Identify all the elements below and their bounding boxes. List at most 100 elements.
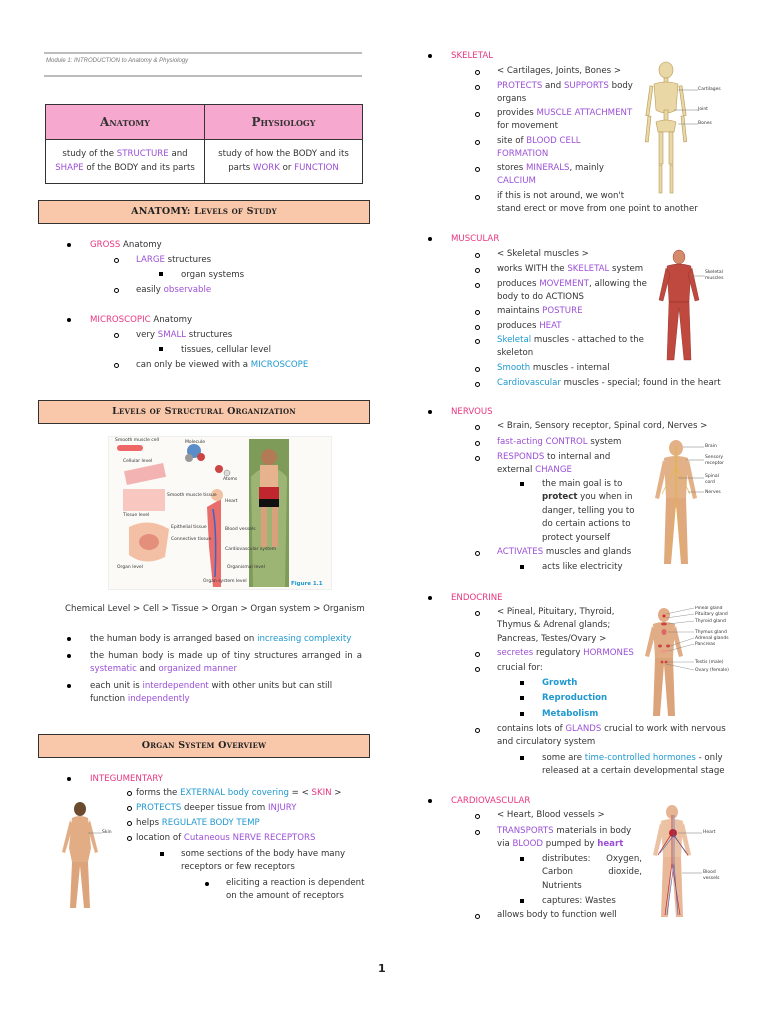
cardiovascular-figure: Heart Blood vessels	[650, 803, 734, 921]
cord-label: cord	[705, 480, 715, 485]
pineal-label: Pineal gland	[695, 606, 723, 611]
anatomy-physiology-table: Anatomy Physiology study of the STRUCTUR…	[45, 104, 363, 184]
endocrine-crucial: crucial for:	[497, 663, 543, 673]
nervous-control: fast-acting CONTROL system	[497, 437, 622, 447]
metabolism: Metabolism	[542, 709, 599, 719]
muscles-illustration	[658, 249, 705, 361]
circle-bullet	[475, 611, 480, 616]
circle-bullet	[475, 283, 480, 288]
skeletal-title: SKELETAL	[451, 51, 493, 61]
microscopic-anatomy: MICROSCOPIC Anatomy	[90, 315, 193, 325]
circle-bullet	[475, 382, 480, 387]
circle-bullet	[475, 112, 480, 117]
pancreas-label: Pancreas	[695, 642, 716, 647]
figure-label: Atoms	[223, 477, 238, 482]
systematic-line: the human body is made up of tiny struct…	[90, 651, 362, 675]
cardio-function: allows body to function well	[497, 910, 617, 920]
square-bullet	[520, 681, 524, 685]
tissues-cellular: tissues, cellular level	[181, 345, 271, 355]
circle-bullet	[114, 363, 119, 368]
levels-chain: Chemical Level > Cell > Tissue > Organ >…	[65, 604, 365, 614]
joint-label: Joint	[698, 107, 708, 112]
blood-label: Blood	[703, 870, 716, 875]
muscular-heat: produces HEAT	[497, 321, 562, 331]
circle-bullet	[475, 195, 480, 200]
muscular-figure: Skeletal muscles	[655, 248, 733, 366]
circle-bullet	[475, 814, 480, 819]
circle-bullet	[127, 836, 132, 841]
bullet	[428, 237, 432, 241]
vessels-label: vessels	[703, 876, 720, 881]
skin-label: Skin	[102, 830, 112, 835]
reproduction: Reproduction	[542, 693, 608, 703]
figure-label: Organismal level	[227, 565, 265, 570]
anatomy-definition: study of the STRUCTURE and SHAPE of the …	[45, 139, 205, 184]
endocrine-glands: < Pineal, Pituitary, Thyroid,Thymus & Ad…	[497, 607, 615, 644]
header-rule-bottom	[44, 75, 362, 77]
figure-caption: Figure 1.1	[291, 581, 323, 587]
sensory-label: Sensory	[705, 455, 724, 460]
nervous-illustration	[655, 440, 704, 564]
muscular-smooth: Smooth muscles - internal	[497, 363, 610, 373]
circle-bullet	[127, 821, 132, 826]
physiology-definition: study of how the BODY and its parts WORK…	[204, 139, 363, 184]
circle-bullet	[475, 85, 480, 90]
figure-label: Cellular level	[123, 459, 153, 464]
square-bullet	[520, 756, 524, 760]
skin-covering: forms the EXTERNAL body covering = < SKI…	[136, 788, 342, 798]
small-structures: very SMALL structures	[136, 330, 233, 340]
ovary-label: Ovary (female)	[695, 668, 729, 673]
levels-of-study-banner: ANATOMY: Levels of Study	[38, 200, 370, 224]
skeletal-muscles-label: Skeletal	[705, 270, 723, 275]
bullet	[67, 318, 71, 322]
growth: Growth	[542, 678, 578, 688]
nerves-label: Nerves	[705, 490, 721, 495]
circle-bullet	[475, 140, 480, 145]
bullet	[67, 637, 71, 641]
figure-label: Blood vessels	[225, 527, 256, 532]
square-bullet	[520, 899, 524, 903]
figure-label: Smooth muscle cell	[115, 438, 160, 443]
square-bullet	[160, 852, 164, 856]
circle-bullet	[475, 253, 480, 258]
muscular-posture: maintains POSTURE	[497, 306, 583, 316]
cardio-parts: < Heart, Blood vessels >	[497, 810, 605, 820]
endocrine-illustration	[645, 607, 695, 716]
figure-label: Cardiovascular system	[225, 547, 277, 552]
bones-label: Bones	[698, 121, 712, 126]
nervous-parts: < Brain, Sensory receptor, Spinal cord, …	[497, 421, 708, 431]
endocrine-title: ENDOCRINE	[451, 593, 503, 603]
endocrine-secretes: secretes regulatory HORMONES	[497, 648, 634, 658]
circle-bullet	[475, 441, 480, 446]
square-bullet	[520, 565, 524, 569]
square-bullet	[520, 696, 524, 700]
square-bullet	[520, 712, 524, 716]
square-bullet	[159, 347, 163, 351]
circle-bullet	[114, 333, 119, 338]
skeleton-figure: Cartilages Joint Bones	[640, 60, 732, 200]
circle-bullet	[475, 652, 480, 657]
skeletal-parts: < Cartilages, Joints, Bones >	[497, 66, 622, 76]
cardiovascular-illustration	[653, 805, 702, 917]
square-bullet	[520, 857, 524, 861]
figure-label: Organ system level	[203, 579, 247, 584]
circle-bullet	[475, 367, 480, 372]
organ-systems: organ systems	[181, 270, 245, 280]
circle-bullet	[475, 914, 480, 919]
nervous-electricity: acts like electricity	[542, 562, 623, 572]
thymus-label: Thymus gland	[695, 630, 727, 635]
nervous-figure: Brain Sensory receptor Spinal cord Nerve…	[652, 438, 734, 568]
organization-diagram	[117, 439, 289, 587]
bullet	[67, 243, 71, 247]
circle-bullet	[475, 339, 480, 344]
brain-label: Brain	[705, 444, 717, 449]
pituitary-label: Pituitary gland	[695, 612, 728, 617]
cardio-captures: captures: Wastes	[542, 896, 616, 906]
skin-body-illustration	[62, 802, 102, 908]
square-bullet	[520, 482, 524, 486]
